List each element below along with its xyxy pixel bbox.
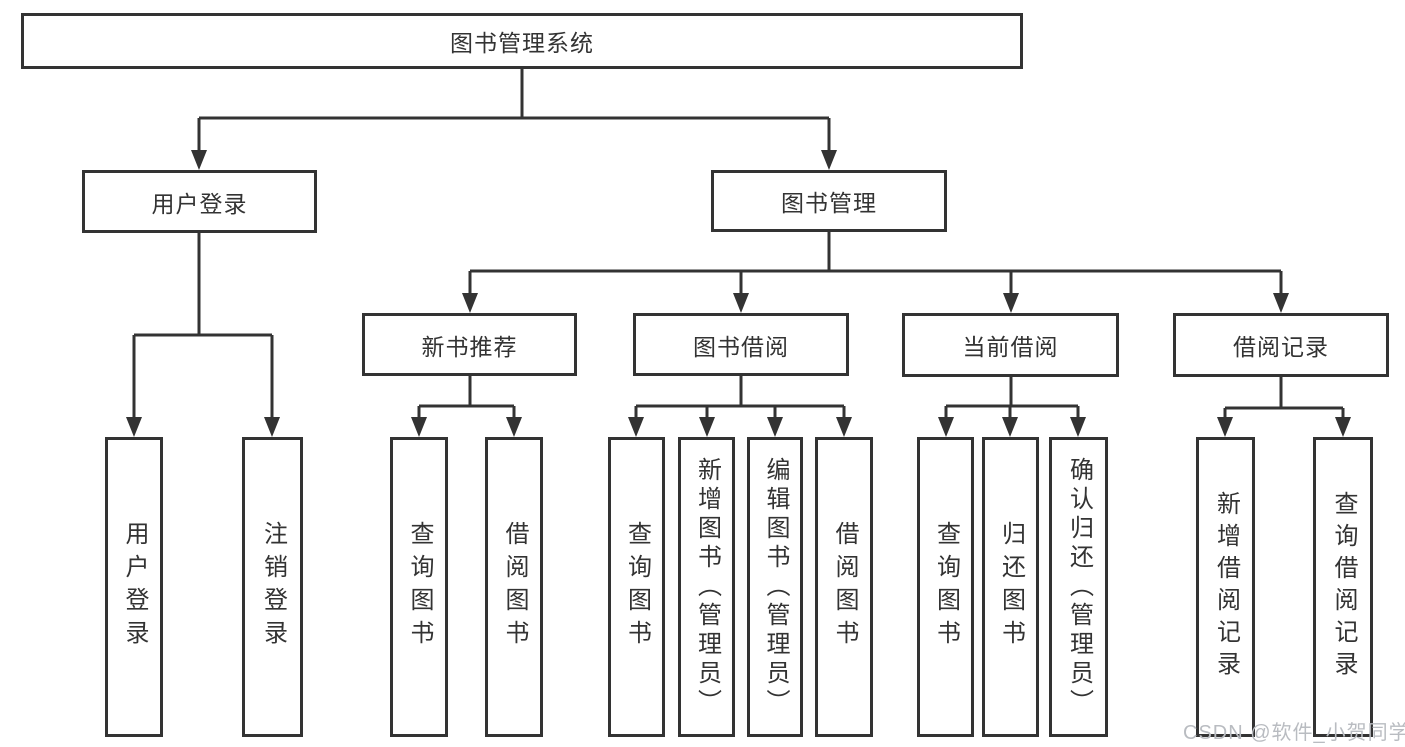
leaf-current-confirm-return-admin: 确认归还（管理员）	[1049, 437, 1108, 737]
leaf-newbook-borrow-books: 借阅图书	[485, 437, 543, 737]
leaf-current-query-books: 查询图书	[917, 437, 974, 737]
leaf-borrow-edit-books-admin: 编辑图书（管理员）	[747, 437, 803, 737]
leaf-user-login: 用户登录	[105, 437, 163, 737]
connector-current-borrow	[944, 377, 1080, 419]
connector-borrow-record	[1223, 377, 1345, 419]
node-current-borrow: 当前借阅	[902, 313, 1119, 377]
node-new-book-recommend: 新书推荐	[362, 313, 577, 376]
node-user-login: 用户登录	[82, 170, 317, 233]
connector-new-book	[417, 376, 516, 419]
leaf-borrow-add-books-admin: 新增图书（管理员）	[678, 437, 735, 737]
leaf-logout: 注销登录	[242, 437, 303, 737]
connector-user-login	[132, 233, 274, 419]
leaf-newbook-query-books: 查询图书	[390, 437, 448, 737]
connector-book-borrow	[634, 376, 846, 419]
leaf-record-add-record: 新增借阅记录	[1196, 437, 1255, 737]
connector-book-management	[468, 232, 1283, 295]
leaf-current-return-books: 归还图书	[982, 437, 1039, 737]
arrowheads	[126, 150, 1351, 437]
csdn-watermark: CSDN @软件_小贺同学	[1183, 722, 1405, 744]
node-system-title: 图书管理系统	[21, 13, 1023, 69]
leaf-borrow-query-books: 查询图书	[608, 437, 665, 737]
node-book-borrow: 图书借阅	[633, 313, 849, 376]
leaf-record-query-record: 查询借阅记录	[1313, 437, 1373, 737]
connector-root	[197, 69, 831, 152]
node-book-management: 图书管理	[711, 170, 947, 232]
leaf-borrow-borrow-books: 借阅图书	[815, 437, 873, 737]
node-borrow-record: 借阅记录	[1173, 313, 1389, 377]
